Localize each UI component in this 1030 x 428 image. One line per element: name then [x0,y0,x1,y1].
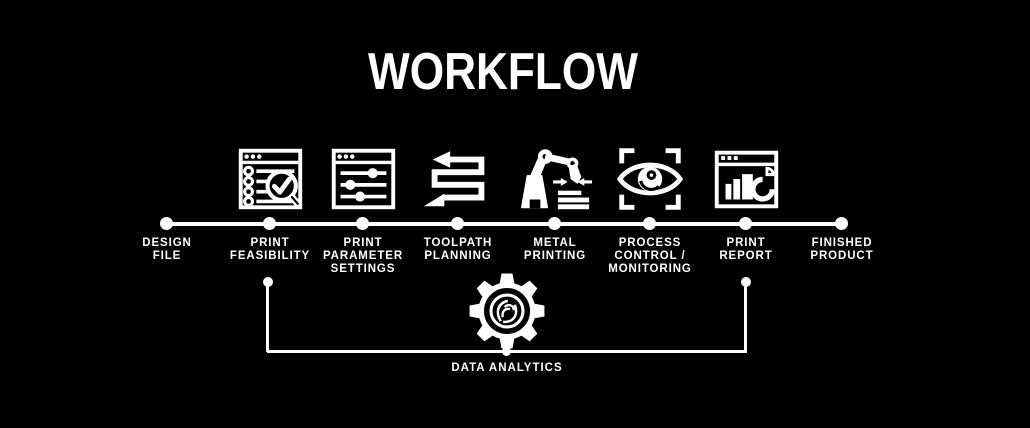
analytics-label: DATA ANALYTICS [451,362,563,374]
timeline-node-print-parameter-settings [356,217,369,230]
analytics-connector-line-left [266,283,269,352]
timeline-node-toolpath-planning [451,217,464,230]
step-label-metal-printing: METAL PRINTING [523,237,587,262]
process-control-monitoring-icon [616,148,684,210]
timeline-node-print-feasibility [263,217,276,230]
timeline-node-metal-printing [548,217,561,230]
toolpath-planning-icon [423,151,485,207]
print-report-icon [714,150,779,209]
step-label-print-report: PRINT REPORT [719,237,773,262]
page-title: WORKFLOW [367,43,639,101]
analytics-connector-line-right [744,283,747,352]
analytics-connector-dot-center [502,347,511,356]
step-label-design-file: DESIGN FILE [142,237,192,262]
step-label-print-feasibility: PRINT FEASIBILITY [229,237,311,262]
step-label-finished-product: FINISHED PRODUCT [810,237,874,262]
print-parameter-settings-icon [331,148,396,210]
timeline-node-design-file [160,217,173,230]
step-label-print-parameter-settings: PRINT PARAMETER SETTINGS [322,237,404,275]
timeline-node-process-control [643,217,656,230]
timeline-node-finished-product [835,217,848,230]
analytics-connector-dot-left [263,277,273,287]
step-label-toolpath-planning: TOOLPATH PLANNING [423,237,493,262]
metal-printing-icon [520,149,593,210]
timeline-node-print-report [739,217,752,230]
timeline-line [167,222,842,226]
analytics-connector-dot-right [741,277,751,287]
gear-analytics-icon [469,273,545,349]
step-label-process-control-monitoring: PROCESS CONTROL / MONITORING [608,237,692,275]
print-feasibility-icon [238,148,303,210]
